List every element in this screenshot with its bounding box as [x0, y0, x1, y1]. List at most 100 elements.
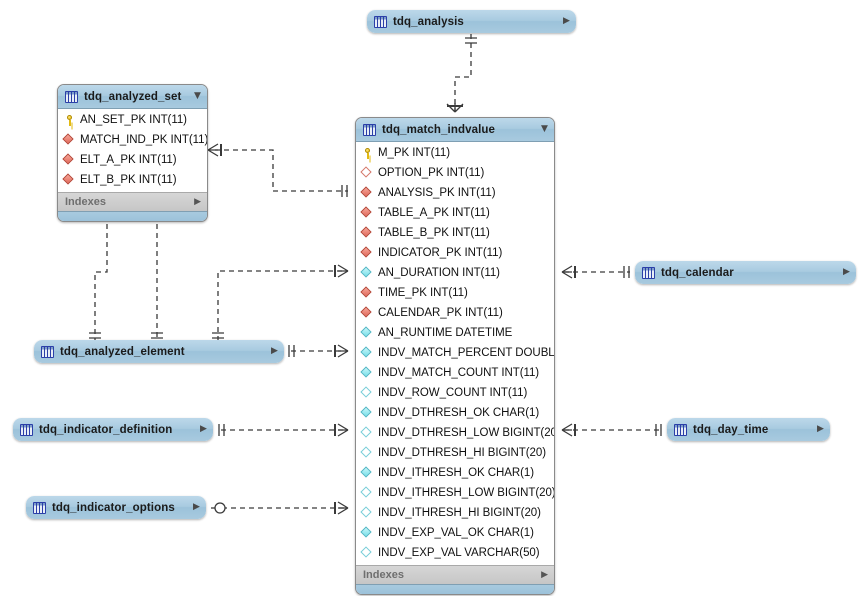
- column-label: AN_SET_PK INT(11): [80, 114, 187, 126]
- table-tdq-day-time[interactable]: tdq_day_time ▶: [667, 418, 830, 441]
- chevron-right-icon[interactable]: ▶: [270, 346, 278, 356]
- foreign-key-icon: [360, 226, 374, 240]
- table-header[interactable]: tdq_indicator_definition ▶: [13, 418, 213, 441]
- card-one-element-a: [89, 332, 101, 339]
- card-one-analysis: [465, 37, 477, 44]
- card-one-indvalue-left-set: [341, 185, 348, 197]
- column-row[interactable]: INDV_DTHRESH_LOW BIGINT(20): [356, 423, 554, 443]
- table-title: tdq_analyzed_set: [84, 90, 182, 103]
- chevron-right-icon[interactable]: ▶: [562, 16, 570, 26]
- column-row[interactable]: INDV_DTHRESH_OK CHAR(1): [356, 403, 554, 423]
- attribute-nullable-icon: [360, 546, 374, 560]
- column-row[interactable]: ELT_A_PK INT(11): [58, 150, 207, 170]
- column-label: INDV_MATCH_PERCENT DOUBLE: [378, 347, 555, 359]
- attribute-notnull-icon: [360, 526, 374, 540]
- table-header[interactable]: tdq_analyzed_element ▶: [34, 340, 284, 363]
- attribute-nullable-icon: [360, 486, 374, 500]
- column-row[interactable]: INDV_DTHRESH_HI BIGINT(20): [356, 443, 554, 463]
- column-row[interactable]: ELT_B_PK INT(11): [58, 170, 207, 190]
- table-header[interactable]: tdq_indicator_options ▶: [26, 496, 206, 519]
- chevron-right-icon[interactable]: ▶: [194, 196, 201, 207]
- indexes-bar[interactable]: Indexes ▶: [58, 192, 207, 211]
- column-label: ANALYSIS_PK INT(11): [378, 187, 496, 199]
- column-label: AN_DURATION INT(11): [378, 267, 500, 279]
- column-row[interactable]: INDV_ITHRESH_HI BIGINT(20): [356, 503, 554, 523]
- attribute-nullable-icon: [360, 386, 374, 400]
- column-row[interactable]: INDV_MATCH_PERCENT DOUBLE: [356, 343, 554, 363]
- table-tdq-analyzed-element[interactable]: tdq_analyzed_element ▶: [34, 340, 284, 363]
- table-tdq-indicator-definition[interactable]: tdq_indicator_definition ▶: [13, 418, 213, 441]
- table-header[interactable]: tdq_day_time ▶: [667, 418, 830, 441]
- table-icon: [374, 15, 387, 28]
- foreign-key-icon: [62, 153, 76, 167]
- column-label: AN_RUNTIME DATETIME: [378, 327, 513, 339]
- rel-element-indvalue-a: [217, 270, 348, 341]
- column-label: OPTION_PK INT(11): [378, 167, 485, 179]
- column-label: TABLE_B_PK INT(11): [378, 227, 490, 239]
- chevron-down-icon[interactable]: ▼: [540, 124, 548, 134]
- column-label: ELT_B_PK INT(11): [80, 174, 177, 186]
- chevron-down-icon[interactable]: ▼: [193, 91, 201, 101]
- card-one-daytime: [655, 424, 662, 436]
- table-header[interactable]: tdq_match_indvalue ▼: [356, 118, 554, 142]
- table-tdq-indicator-options[interactable]: tdq_indicator_options ▶: [26, 496, 206, 519]
- column-list: AN_SET_PK INT(11) MATCH_IND_PK INT(11) E…: [58, 109, 207, 192]
- indexes-label: Indexes: [363, 569, 404, 581]
- column-row[interactable]: AN_DURATION INT(11): [356, 263, 554, 283]
- indexes-bar[interactable]: Indexes ▶: [356, 565, 554, 584]
- column-row[interactable]: INDICATOR_PK INT(11): [356, 243, 554, 263]
- table-footer-strip: [356, 584, 554, 594]
- table-tdq-calendar[interactable]: tdq_calendar ▶: [635, 261, 856, 284]
- column-row[interactable]: INDV_EXP_VAL VARCHAR(50): [356, 543, 554, 563]
- column-row[interactable]: INDV_ROW_COUNT INT(11): [356, 383, 554, 403]
- card-many-analyzed-set: [207, 143, 222, 157]
- column-row[interactable]: TABLE_B_PK INT(11): [356, 223, 554, 243]
- chevron-right-icon[interactable]: ▶: [199, 424, 207, 434]
- attribute-notnull-icon: [360, 366, 374, 380]
- foreign-key-icon: [360, 206, 374, 220]
- column-row[interactable]: TABLE_A_PK INT(11): [356, 203, 554, 223]
- attribute-notnull-icon: [360, 326, 374, 340]
- column-row[interactable]: CALENDAR_PK INT(11): [356, 303, 554, 323]
- column-row[interactable]: INDV_ITHRESH_OK CHAR(1): [356, 463, 554, 483]
- chevron-right-icon[interactable]: ▶: [816, 424, 824, 434]
- card-many-indvalue-left-d: [334, 501, 349, 515]
- card-many-indvalue-right-day: [561, 423, 576, 437]
- card-one-element-b: [151, 332, 163, 339]
- column-row[interactable]: INDV_EXP_VAL_OK CHAR(1): [356, 523, 554, 543]
- table-header[interactable]: tdq_analysis ▶: [367, 10, 576, 33]
- column-row[interactable]: AN_SET_PK INT(11): [58, 110, 207, 130]
- table-header[interactable]: tdq_calendar ▶: [635, 261, 856, 284]
- column-row[interactable]: OPTION_PK INT(11): [356, 163, 554, 183]
- column-row[interactable]: TIME_PK INT(11): [356, 283, 554, 303]
- column-row[interactable]: AN_RUNTIME DATETIME: [356, 323, 554, 343]
- column-label: INDV_ITHRESH_OK CHAR(1): [378, 467, 535, 479]
- card-one-element-right: [288, 345, 295, 357]
- column-label: INDV_DTHRESH_HI BIGINT(20): [378, 447, 547, 459]
- rel-set-indvalue: [215, 149, 348, 192]
- table-tdq-match-indvalue[interactable]: tdq_match_indvalue ▼ M_PK INT(11) OPTION_…: [355, 117, 555, 595]
- column-row[interactable]: ANALYSIS_PK INT(11): [356, 183, 554, 203]
- foreign-key-icon: [360, 186, 374, 200]
- chevron-right-icon[interactable]: ▶: [842, 267, 850, 277]
- card-many-indvalue-top: [446, 103, 464, 113]
- column-row[interactable]: INDV_MATCH_COUNT INT(11): [356, 363, 554, 383]
- table-icon: [33, 501, 46, 514]
- chevron-right-icon[interactable]: ▶: [541, 569, 548, 580]
- table-icon: [65, 90, 78, 103]
- table-header[interactable]: tdq_analyzed_set ▼: [58, 85, 207, 109]
- table-tdq-analyzed-set[interactable]: tdq_analyzed_set ▼ AN_SET_PK INT(11) MAT…: [57, 84, 208, 222]
- column-row[interactable]: M_PK INT(11): [356, 143, 554, 163]
- primary-key-icon: [361, 147, 374, 160]
- card-many-indvalue-left-a: [334, 264, 349, 278]
- chevron-right-icon[interactable]: ▶: [192, 502, 200, 512]
- column-row[interactable]: INDV_ITHRESH_LOW BIGINT(20): [356, 483, 554, 503]
- table-icon: [674, 423, 687, 436]
- column-label: INDV_EXP_VAL VARCHAR(50): [378, 547, 540, 559]
- column-row[interactable]: MATCH_IND_PK INT(11): [58, 130, 207, 150]
- table-title: tdq_analyzed_element: [60, 345, 185, 358]
- indexes-label: Indexes: [65, 196, 106, 208]
- card-many-indvalue-left-b: [334, 344, 349, 358]
- table-tdq-analysis[interactable]: tdq_analysis ▶: [367, 10, 576, 33]
